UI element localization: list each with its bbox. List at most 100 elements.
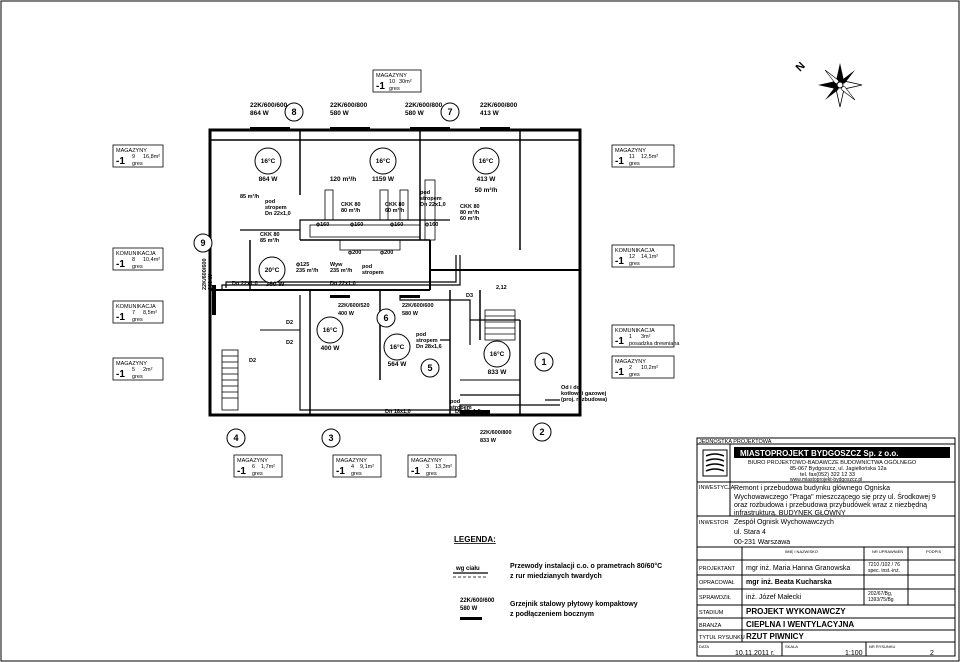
- tb-label: SPRAWDZIŁ: [699, 595, 731, 601]
- investment-line: oraz rozbudowa i przebudowa przybudówek …: [734, 502, 927, 509]
- door-label: D2: [286, 340, 293, 346]
- room-num: 6: [252, 464, 255, 470]
- legend-text: z rur miedzianych twardych: [510, 573, 602, 580]
- room-type: MAGAZYNY: [376, 73, 407, 79]
- diffuser: CKK 80: [260, 232, 280, 238]
- legend-text: Przewody instalacji c.o. o prametrach 80…: [510, 562, 662, 570]
- radiator-spec: 22K/600/800: [480, 430, 512, 436]
- room-floor: gres: [252, 471, 263, 477]
- air-flow: 85 m³/h: [260, 237, 280, 244]
- room-area: 2m²: [143, 367, 153, 373]
- boiler-note: kotłowni gazowej: [561, 391, 607, 397]
- sheet-value: 2: [930, 650, 934, 657]
- room-number: 7: [447, 107, 452, 117]
- investor-line: 00-231 Warszawa: [734, 539, 790, 546]
- room-number: 4: [233, 433, 238, 443]
- pipe-note: stropem: [450, 405, 472, 411]
- door-label: D2: [249, 358, 256, 364]
- company-subtitle: BIURO PROJEKTOWO-BADAWCZE BUDOWNICTWA OG…: [748, 459, 917, 466]
- room-floor: gres: [426, 471, 437, 477]
- room-level: -1: [615, 256, 624, 267]
- room-type: MAGAZYNY: [411, 458, 442, 464]
- room-floor: gres: [132, 264, 143, 270]
- air-flow: 60 m³/h: [385, 207, 405, 214]
- ventilation-ducts: [309, 179, 436, 251]
- room-floor: gres: [629, 261, 640, 267]
- room-num: 2: [629, 365, 632, 371]
- checked-name: inż. Józef Małecki: [746, 594, 802, 601]
- radiator-spec: 22K/600/800: [330, 102, 368, 109]
- company-name: MIASTOPROJEKT BYDGOSZCZ Sp. z o.o.: [740, 449, 899, 458]
- air-flow: 235 m³/h: [296, 267, 319, 274]
- room-floor: gres: [132, 161, 143, 167]
- investment-line: Remont i przebudowa budynku głównego Ogn…: [734, 485, 890, 492]
- radiators: [212, 127, 510, 414]
- room-number-markers: [193, 102, 554, 448]
- room-area: 10,4m²: [143, 257, 160, 263]
- room-level: -1: [237, 466, 246, 477]
- heat-load: 413 W: [477, 176, 497, 183]
- room-level: -1: [116, 156, 125, 167]
- room-type: KOMUNIKACJA: [116, 304, 156, 310]
- exhaust-label: Wyw: [330, 262, 343, 268]
- room-area: 8,5m²: [143, 310, 157, 316]
- company-phone: tel. fax(052) 322 12 33: [800, 472, 855, 478]
- radiator-power: 580 W: [405, 110, 425, 117]
- heat-load: 360 W: [266, 281, 286, 288]
- room-floor: gres: [351, 471, 362, 477]
- riser-power: 360 W: [208, 273, 214, 290]
- boiler-note: (proj. rozbudowa): [561, 397, 607, 403]
- room-level: -1: [615, 336, 624, 347]
- radiator-spec: 22K/600/600: [250, 102, 288, 109]
- tb-label: NR RYSUNKU: [869, 644, 895, 649]
- radiator-spec: 22K/600/800: [480, 102, 518, 109]
- legend-symbol: 22K/600/600: [460, 598, 495, 604]
- room-number: 6: [383, 313, 388, 323]
- room-type: MAGAZYNY: [237, 458, 268, 464]
- room-level: -1: [336, 466, 345, 477]
- room-area: 30m²: [399, 79, 412, 85]
- room-num: 8: [132, 257, 135, 263]
- company-logo: [702, 449, 728, 477]
- checked-perm: 202/67/Bg,: [868, 591, 892, 597]
- scale-value: 1:100: [845, 650, 863, 657]
- tb-label: INWESTYCJA: [699, 485, 735, 491]
- date-value: 10.11.2011 r.: [735, 650, 775, 657]
- room-number: 1: [541, 357, 546, 367]
- room-temperature: 16°C: [390, 343, 405, 351]
- room-type: MAGAZYNY: [615, 148, 646, 154]
- title-block-frame: [696, 437, 956, 657]
- tb-label: SKALA: [785, 644, 798, 649]
- tb-label: OPRACOWAŁ: [699, 580, 735, 586]
- drawing-title: RZUT PIWNICY: [746, 632, 804, 641]
- designer-name: mgr inż. Maria Hanna Granowska: [746, 565, 850, 572]
- pipe-diameter: Dn 22x1,0: [232, 281, 258, 287]
- air-flow: 120 m³/h: [330, 176, 356, 183]
- room-num: 1: [629, 334, 632, 340]
- room-type: KOMUNIKACJA: [116, 251, 156, 257]
- radiator-spec: 22K/600/520: [338, 303, 370, 309]
- prepared-name: mgr inż. Beata Kucharska: [746, 579, 832, 586]
- room-floor: posadzka drewniana: [629, 341, 680, 347]
- room-type: MAGAZYNY: [336, 458, 367, 464]
- room-num: 5: [132, 367, 135, 373]
- legend-symbol: wg ciału: [455, 566, 480, 572]
- room-area: 12,5m²: [641, 154, 658, 160]
- room-floor: gres: [389, 86, 400, 92]
- room-level: -1: [411, 466, 420, 477]
- pipe-note: pod: [416, 332, 426, 338]
- company-address: 85-067 Bydgoszcz, ul. Jagiellońska 12a: [790, 466, 888, 472]
- heat-load: 1159 W: [372, 176, 395, 183]
- air-flow: 235 m³/h: [330, 267, 353, 274]
- boiler-note: Od i do: [561, 385, 581, 391]
- duct-diameter: ϕ125: [296, 262, 309, 268]
- heat-load: 400 W: [321, 345, 341, 352]
- radiator-power: 580 W: [330, 110, 350, 117]
- room-num: 10: [389, 79, 395, 85]
- duct-diameter: ϕ160: [316, 222, 329, 228]
- compass-icon: [818, 63, 863, 108]
- legend-title: LEGENDA:: [454, 535, 496, 544]
- room-num: 11: [629, 154, 635, 160]
- pipe-note: stropem: [416, 338, 438, 344]
